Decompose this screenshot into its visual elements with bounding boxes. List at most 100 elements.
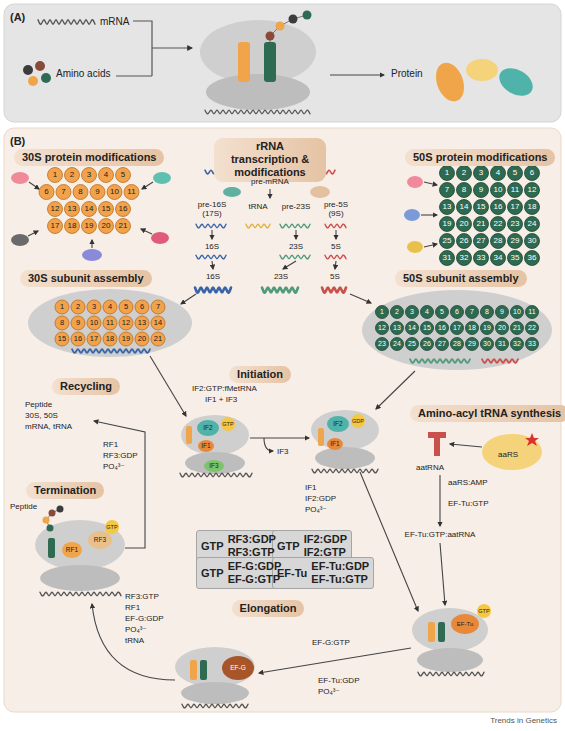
label-text: 27 [477, 236, 486, 245]
figure-label: 30S, 50S [25, 411, 58, 420]
callout-number: 32 [513, 340, 521, 348]
translation-factor [204, 460, 224, 472]
label-text: GTP [106, 524, 117, 530]
label-text: RF3:GTP [125, 592, 159, 601]
label-text: IF1 [330, 440, 339, 447]
callout-number: 1 [60, 303, 64, 312]
translation-factor [428, 622, 435, 642]
label-text: 26 [460, 236, 469, 245]
callout-number: 27 [438, 340, 446, 348]
ribosomal-protein [107, 185, 122, 200]
label-text: 12 [378, 324, 386, 331]
label-text: 19 [483, 324, 491, 331]
callout-number: 17 [51, 221, 60, 230]
ribosomal-protein [451, 306, 464, 319]
exchange-text: EF-Tu [277, 567, 307, 580]
figure-label: 23S [289, 242, 303, 251]
process-arrow [250, 437, 309, 438]
callout-number: 17 [90, 335, 98, 344]
callout-number: 19 [122, 335, 130, 344]
ribosomal-protein [508, 234, 523, 249]
bracket-arrow [116, 21, 192, 76]
figure-label: 5S [331, 242, 341, 251]
ribosomal-protein [508, 183, 523, 198]
figure-label: RF3:GTP [125, 592, 159, 601]
figure-label: RF3 [94, 536, 106, 543]
panel-letter: (B) [10, 135, 25, 147]
translation-factor [186, 426, 192, 444]
label-text: 5S [330, 272, 340, 281]
label-text: Peptide [10, 502, 37, 511]
rna-strand [410, 359, 470, 363]
enzyme-blob [11, 234, 29, 246]
label-text: 33 [528, 340, 536, 347]
label-text: pre-23S [282, 202, 310, 211]
subunit-blob [28, 289, 192, 357]
callout-number: 20 [498, 324, 506, 332]
callout-number: 5 [513, 168, 517, 177]
section-header: 50S subunit assembly [395, 270, 527, 287]
label-text: 23S [289, 242, 303, 251]
translation-factor [351, 414, 365, 428]
callout-number: 14 [85, 204, 94, 213]
ribosome [238, 42, 250, 82]
section-header: rRNA transcription & modifications [214, 138, 326, 182]
amino-acid-dots [41, 73, 51, 83]
callout-number: 12 [51, 204, 60, 213]
label-text: 7 [445, 185, 449, 194]
callout-number: 7 [445, 185, 449, 194]
label-text: 21 [477, 219, 486, 228]
label-text: pre-5S (9S) [324, 200, 348, 218]
synthetase [428, 432, 542, 470]
label-text: GTP [478, 608, 489, 614]
figure-label: IF1 [330, 440, 339, 447]
label-text: 26 [423, 340, 431, 347]
ribosomal-protein [491, 217, 506, 232]
label-text: tRNA [125, 636, 144, 645]
label-text: 36 [528, 253, 537, 262]
ribosomal-protein [511, 338, 524, 351]
process-arrow [439, 475, 440, 526]
label-text: 21 [154, 334, 162, 343]
callout-number: 5 [121, 170, 125, 179]
ribosome [303, 11, 312, 20]
synthetase [428, 432, 446, 456]
label-text: 24 [393, 340, 401, 347]
label-text: Peptide [25, 400, 52, 409]
process-arrow [141, 229, 152, 234]
ribosomal-protein [103, 332, 117, 346]
ribosomal-protein [135, 332, 149, 346]
callout-number: 11 [127, 187, 135, 196]
figure-label: Peptide [10, 502, 37, 511]
ribosomal-protein [457, 251, 472, 266]
label-text: 15 [423, 324, 431, 331]
label-text: PO₄³⁻ [125, 625, 147, 634]
ribosomal-protein [87, 316, 101, 330]
label-text: 4 [496, 168, 500, 177]
label-text: 12 [122, 318, 130, 327]
label-text: 22 [528, 324, 536, 331]
figure-label: EF-Tu:GDP [318, 676, 359, 685]
callout-number: 15 [477, 202, 486, 211]
ribosomal-protein [457, 234, 472, 249]
label-text: 5 [513, 168, 517, 177]
figure-label: tRNA [248, 202, 267, 211]
label-text: 13 [138, 318, 146, 327]
ribosomal-protein [496, 322, 509, 335]
exchange-box: EF-TuEF-Tu:GDPEF-Tu:GTP [272, 557, 374, 589]
header-text: 50S subunit assembly [403, 272, 519, 284]
label-text: RF1 [103, 440, 118, 449]
process-arrow [424, 244, 437, 247]
figure-label: RF1 [66, 546, 78, 553]
label-text: 10 [90, 318, 98, 327]
label-text: 23S [274, 272, 288, 281]
rna-strand [418, 672, 484, 676]
rna-strand [38, 20, 518, 708]
synthetase [482, 434, 542, 470]
ribosomal-protein [103, 300, 117, 314]
ribosomal-protein [48, 168, 63, 183]
label-text: 15 [102, 204, 111, 213]
ribosomal-protein [65, 202, 80, 217]
callout-number: 7 [61, 187, 65, 196]
process-arrow [360, 472, 418, 611]
